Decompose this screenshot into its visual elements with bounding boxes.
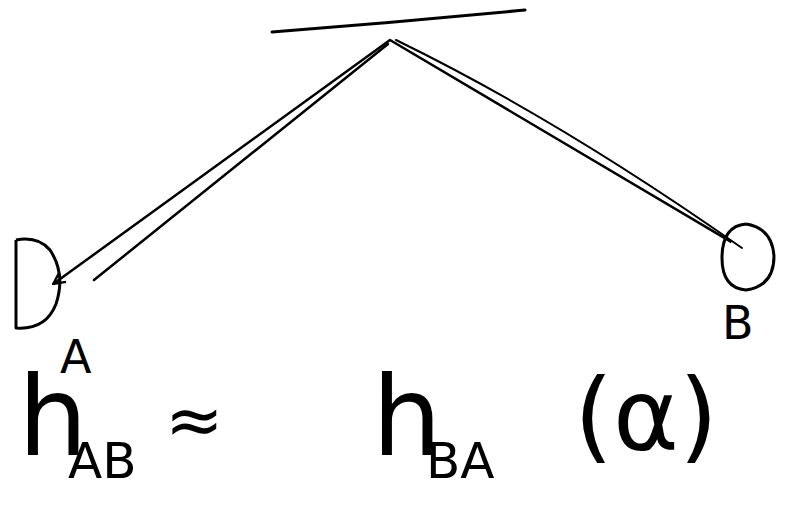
ray-line xyxy=(94,44,388,280)
signal-path xyxy=(53,40,731,284)
formula-text: BA xyxy=(426,436,495,486)
formula-text: ≈ xyxy=(165,385,224,455)
antenna-outline-path xyxy=(16,239,60,328)
node-label: B xyxy=(722,300,754,346)
reflector-line xyxy=(272,10,525,32)
antenna-outline xyxy=(716,220,778,294)
formula-text: AB xyxy=(68,436,137,486)
antenna-outline xyxy=(10,232,70,332)
antenna-outline-path xyxy=(722,224,774,290)
antenna-node: A xyxy=(10,232,90,382)
formula-text: (α) xyxy=(574,366,718,466)
antenna-node: B xyxy=(716,220,780,350)
